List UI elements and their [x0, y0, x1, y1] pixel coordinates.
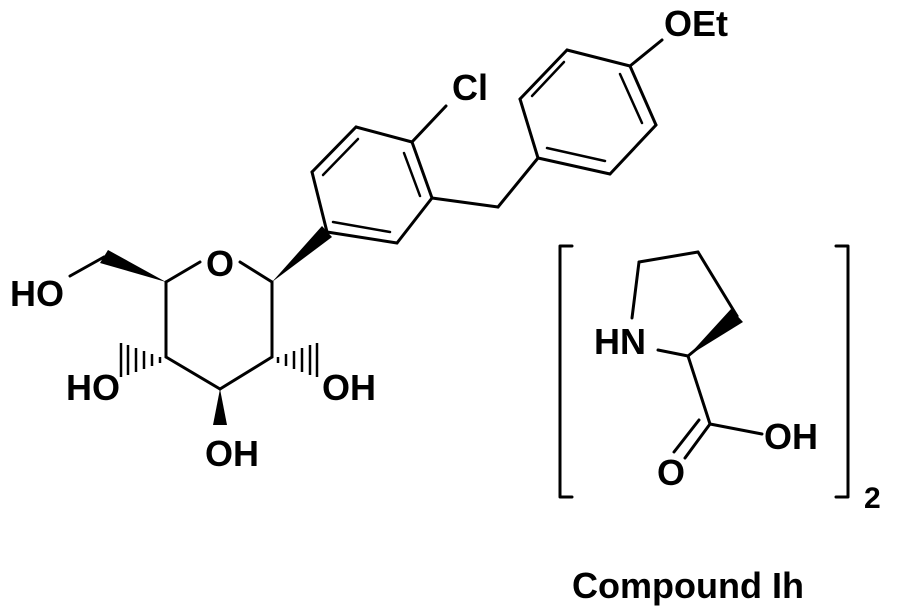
- carbonyl-oxygen-label: O: [657, 452, 685, 493]
- hash-c2-oh: [278, 343, 317, 377]
- bond-carboxyl-oh: [710, 424, 762, 434]
- pyrrolidine-ring: [632, 252, 737, 356]
- cl-label: Cl: [452, 67, 488, 108]
- ho-c4-label: HO: [66, 367, 120, 408]
- oh-c2-label: OH: [322, 367, 376, 408]
- wedge-c1-aryl: [272, 226, 332, 282]
- hash-c4-oh: [121, 343, 160, 377]
- bond-aryl-cl: [412, 106, 446, 142]
- hn-label: HN: [594, 321, 646, 362]
- wedge-c5-ch2: [100, 250, 166, 282]
- bond-ch2-oh: [70, 257, 104, 276]
- right-bracket: [836, 246, 848, 497]
- ho-c6-label: HO: [10, 273, 64, 314]
- compound-caption: Compound Ih: [572, 565, 804, 606]
- bond-aryl-ch2: [432, 198, 498, 207]
- bond-alpha-carboxyl: [688, 356, 710, 424]
- bond-c5-o: [166, 262, 200, 282]
- bond-c3-c4: [166, 357, 220, 389]
- bond-carbonyl-1: [685, 424, 710, 458]
- ethoxyphenyl-ring: [520, 50, 656, 174]
- ring-oxygen-label: O: [206, 243, 234, 284]
- oh-c3-label: OH: [205, 433, 259, 474]
- bond-carbonyl-2: [674, 420, 699, 452]
- oet-label: OEt: [664, 3, 728, 44]
- wedge-c3-oh: [213, 389, 227, 425]
- acid-oh-label: OH: [764, 416, 818, 457]
- chlorophenyl-ring: [312, 127, 432, 243]
- bond-c2-c3: [220, 357, 272, 389]
- bond-aryl-oet: [630, 40, 662, 66]
- stoichiometry-subscript: 2: [864, 482, 881, 515]
- bond-o-c1: [240, 262, 272, 282]
- wedge-proline-alpha: [688, 309, 743, 356]
- bond-ch2-aryl2: [498, 158, 538, 207]
- left-bracket: [560, 246, 572, 497]
